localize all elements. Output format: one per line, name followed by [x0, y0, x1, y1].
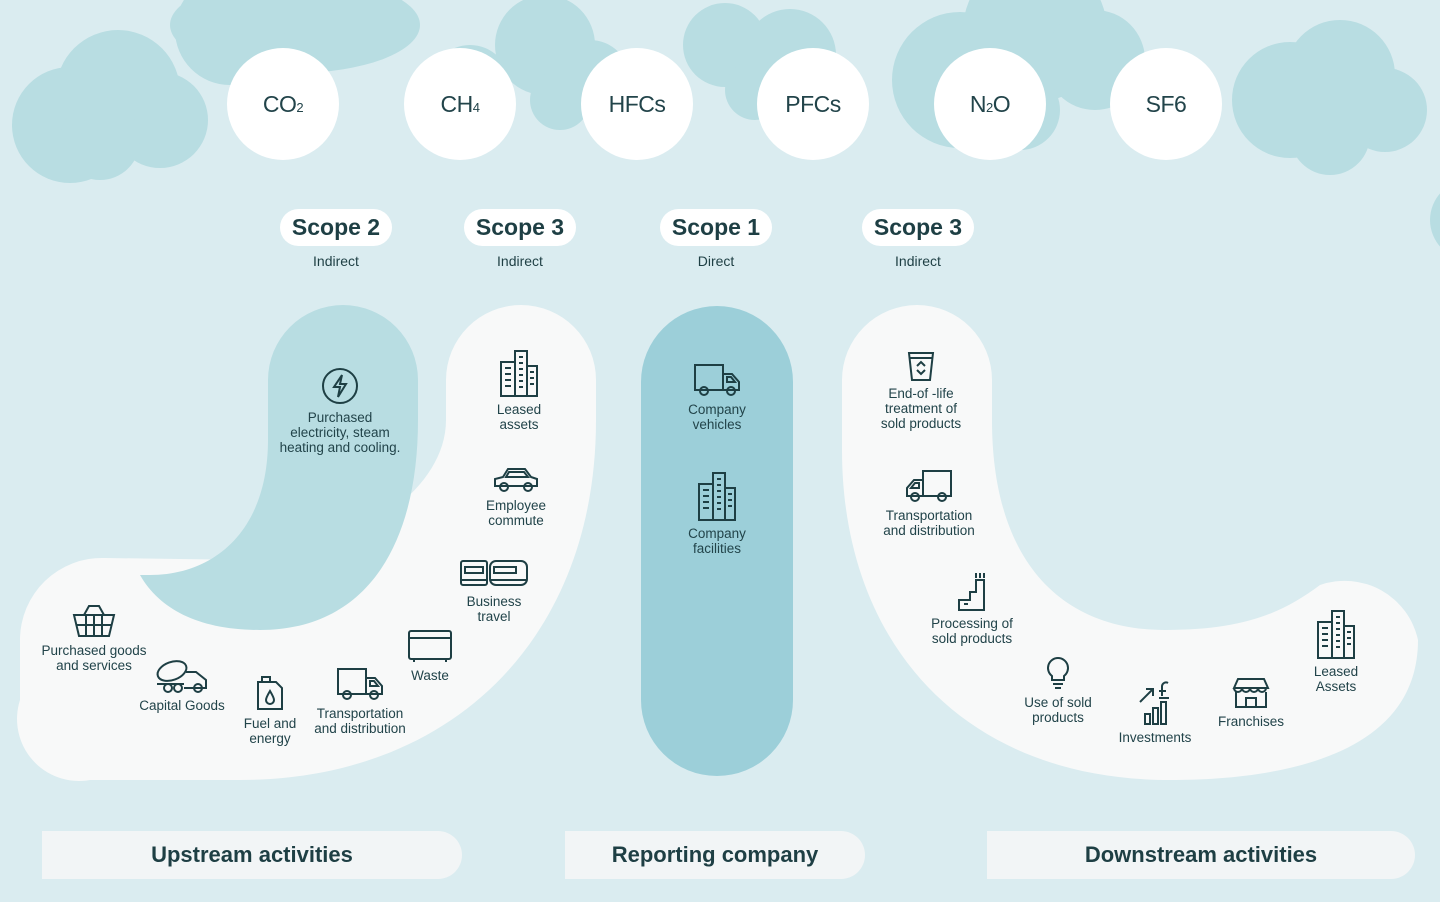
scope-3-downstream-label: Scope 3 Indirect — [838, 209, 998, 269]
scope-3-upstream-label: Scope 3 Indirect — [440, 209, 600, 269]
item-investments: Investments — [1110, 680, 1200, 745]
scope-type: Indirect — [497, 253, 543, 269]
lightbulb-icon — [1047, 656, 1069, 689]
truck-icon — [337, 668, 383, 700]
building-icon — [500, 350, 538, 397]
company-band — [641, 306, 793, 776]
item-waste: Waste — [400, 628, 460, 683]
storefront-icon — [1232, 678, 1270, 708]
gas-hfcs: HFCs — [581, 48, 693, 160]
fuel-can-icon — [257, 676, 283, 710]
downstream-band — [842, 305, 1418, 780]
truck-icon — [694, 364, 740, 396]
footer-downstream: Downstream activities — [987, 831, 1415, 879]
scope-type: Indirect — [895, 253, 941, 269]
upstream-band — [17, 305, 597, 781]
train-icon — [460, 560, 528, 586]
lightning-icon — [322, 368, 358, 404]
scope-title: Scope 2 — [279, 209, 393, 246]
item-capital-goods: Capital Goods — [132, 658, 232, 713]
cement-mixer-icon — [156, 660, 207, 693]
item-franchises: Franchises — [1206, 676, 1296, 729]
basket-icon — [72, 605, 116, 637]
scope-2-label: Scope 2 Indirect — [256, 209, 416, 269]
investments-chart-icon — [1139, 681, 1169, 725]
scope2-band — [140, 305, 418, 630]
scope-type: Direct — [697, 253, 735, 269]
scope-type: Indirect — [313, 253, 359, 269]
building-icon — [698, 472, 736, 521]
recycle-bin-icon — [907, 352, 935, 381]
car-icon — [494, 468, 538, 492]
scope-title: Scope 3 — [861, 209, 975, 246]
footer-reporting-company: Reporting company — [565, 831, 865, 879]
scope-title: Scope 1 — [659, 209, 773, 246]
building-icon — [1317, 610, 1355, 659]
gas-pfcs: PFCs — [757, 48, 869, 160]
scope-1-label: Scope 1 Direct — [636, 209, 796, 269]
factory-icon — [958, 573, 985, 611]
gas-sf6: SF6 — [1110, 48, 1222, 160]
footer-upstream: Upstream activities — [42, 831, 462, 879]
scope-title: Scope 3 — [463, 209, 577, 246]
waste-container-icon — [408, 630, 452, 662]
truck-icon — [906, 470, 952, 502]
